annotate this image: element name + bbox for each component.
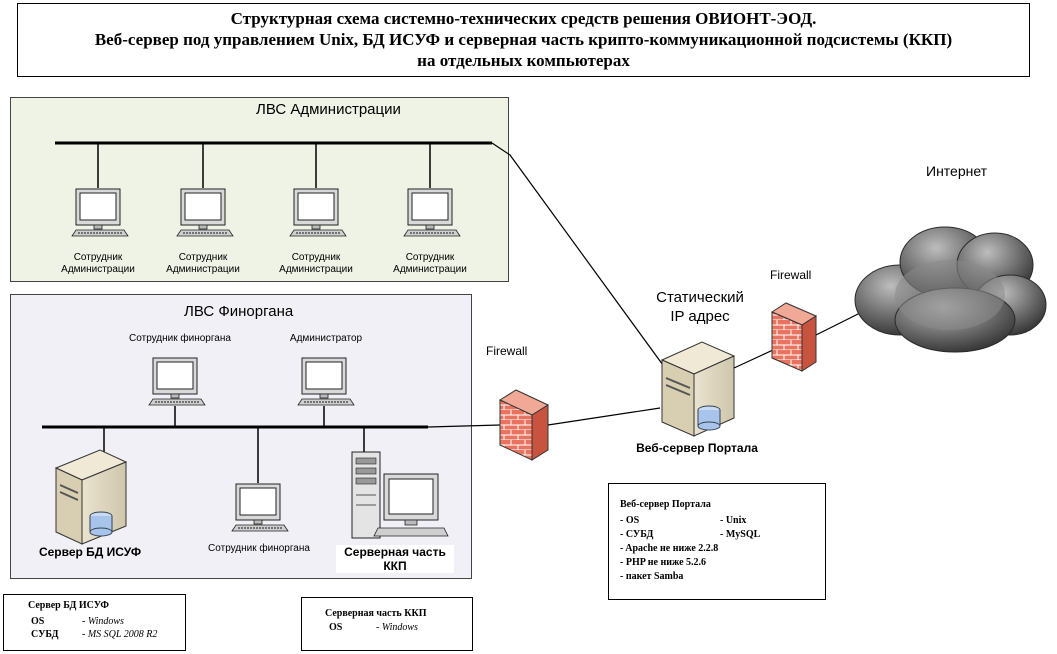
title-line-2: Веб-сервер под управлением Unix, БД ИСУФ… — [94, 30, 953, 49]
lan-fin-label: ЛВС Финоргана — [184, 303, 294, 320]
db-dbms-value: - MS SQL 2008 R2 — [82, 629, 158, 640]
admin-workstation-2 — [176, 188, 234, 237]
admin-workstation-3 — [289, 188, 347, 237]
db-dbms-key: СУБД — [31, 629, 59, 640]
db-server-info-box: Сервер БД ИСУФ OS - Windows СУБД - MS SQ… — [3, 594, 186, 651]
web-server-label: Веб-сервер Портала — [636, 441, 758, 455]
web-server-apache: - Apache не ниже 2.2.8 — [620, 543, 719, 554]
administrator-workstation — [297, 357, 355, 406]
kkp-server-icon — [351, 451, 449, 539]
title-box: Структурная схема системно-технических с… — [17, 3, 1030, 77]
web-server-icon — [660, 341, 736, 437]
admin-to-webserver-link — [491, 142, 669, 373]
admin-workstation-4 — [403, 188, 461, 237]
internet-cloud-icon — [854, 226, 1047, 353]
firewall-left-label: Firewall — [486, 344, 528, 358]
web-server-os-key: - OS — [620, 515, 640, 526]
db-server-label: Сервер БД ИСУФ — [38, 545, 142, 559]
web-server-info-title: Веб-сервер Портала — [620, 499, 711, 510]
db-os-key: OS — [31, 616, 45, 627]
web-server-dbms-key: - СУБД — [620, 529, 654, 540]
firewall-right-label: Firewall — [770, 268, 812, 282]
web-server-os-value: - Unix — [720, 515, 747, 526]
web-server-dbms-value: - MySQL — [720, 529, 761, 540]
db-server-icon — [54, 449, 128, 545]
fin-employee-bottom-label: Сотрудник финоргана — [208, 543, 310, 554]
firewall-left-icon — [498, 389, 550, 461]
db-info-title: Сервер БД ИСУФ — [28, 600, 109, 611]
db-os-value: - Windows — [82, 616, 124, 627]
title-line-1: Структурная схема системно-технических с… — [230, 9, 817, 28]
kkp-info-box: Серверная часть ККП OS - Windows — [301, 597, 473, 651]
internet-label: Интернет — [926, 163, 988, 179]
lan-admin-label: ЛВС Администрации — [256, 101, 401, 118]
kkp-info-title: Серверная часть ККП — [325, 608, 427, 619]
firewall-right-icon — [770, 302, 818, 372]
admin-workstation-1 — [71, 188, 129, 237]
web-server-php: - PHP не ниже 5.2.6 — [620, 557, 707, 568]
kkp-os-key: OS — [329, 622, 343, 633]
fin-employee-workstation-bottom — [231, 483, 289, 532]
title-line-3: на отдельных компьютерах — [417, 51, 630, 70]
administrator-label: Администратор — [289, 333, 363, 344]
fin-employee-workstation-top — [148, 357, 206, 406]
fin-employee-top-label: Сотрудник финоргана — [129, 333, 231, 344]
web-server-info-box: Веб-сервер Портала - OS - Unix - СУБД - … — [608, 483, 826, 600]
web-server-samba: - пакет Samba — [620, 571, 684, 582]
kkp-os-value: - Windows — [376, 622, 418, 633]
